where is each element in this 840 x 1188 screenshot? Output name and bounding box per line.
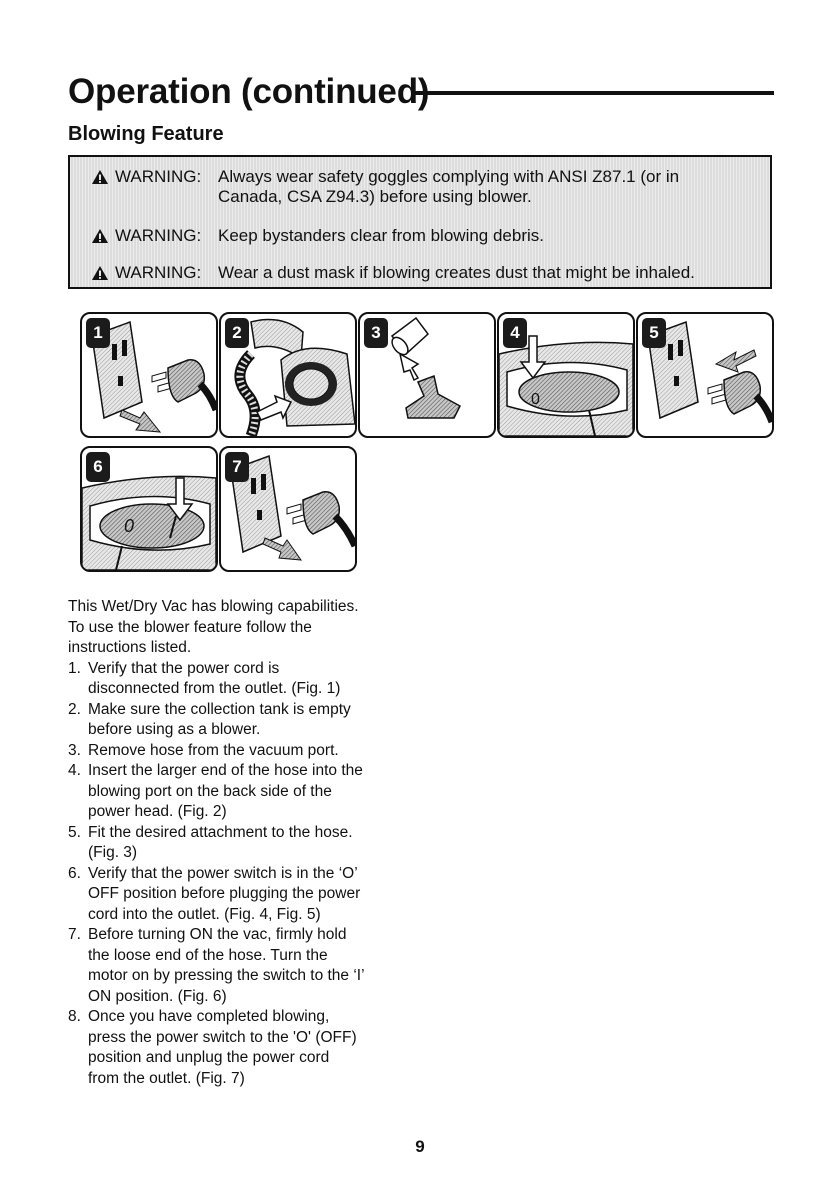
- step-line: Verify that the power switch is in the ‘…: [88, 864, 358, 882]
- figure-2: 2: [219, 312, 357, 438]
- step-line: from the outlet. (Fig. 7): [88, 1069, 245, 1087]
- warning-text-line: Keep bystanders clear from blowing debri…: [218, 226, 544, 245]
- step-line: blowing port on the back side of the: [88, 782, 332, 800]
- step-line: OFF position before plugging the power: [88, 885, 361, 902]
- figure-number-badge: 3: [364, 318, 388, 348]
- warning-triangle-icon: [92, 229, 108, 243]
- warning-triangle-icon: [92, 170, 108, 184]
- step-1: 1. Verify that the power cord is disconn…: [68, 659, 408, 700]
- step-line: power head. (Fig. 2): [88, 803, 227, 820]
- step-line: Insert the larger end of the hose into t…: [88, 762, 363, 779]
- warning-text: Wear a dust mask if blowing creates dust…: [218, 263, 768, 283]
- step-line: Before turning ON the vac, firmly hold: [88, 926, 347, 943]
- step-line: cord into the outlet. (Fig. 4, Fig. 5): [88, 905, 321, 923]
- intro-paragraph: This Wet/Dry Vac has blowing capabilitie…: [68, 597, 408, 659]
- figure-7: 7: [219, 446, 357, 572]
- step-line: ON position. (Fig. 6): [88, 987, 227, 1005]
- warning-text-line: Wear a dust mask if blowing creates dust…: [218, 263, 695, 282]
- step-4: 4. Insert the larger end of the hose int…: [68, 761, 408, 823]
- step-line: before using as a blower.: [88, 721, 261, 738]
- step-line: (Fig. 3): [88, 844, 138, 861]
- figure-3: 3: [358, 312, 496, 438]
- figure-number-badge: 1: [86, 318, 110, 348]
- step-number: 6.: [68, 864, 81, 882]
- figure-number-badge: 4: [503, 318, 527, 348]
- off-mark: 0: [531, 391, 540, 408]
- outlet-unplug-illustration: [230, 454, 355, 561]
- figure-number-badge: 2: [225, 318, 249, 348]
- step-number: 3.: [68, 741, 81, 759]
- warning-label: WARNING:: [115, 226, 202, 245]
- warning-text-line: Always wear safety goggles complying wit…: [218, 167, 680, 186]
- attachment-fit-illustration: [390, 316, 461, 419]
- step-line: the loose end of the hose. Turn the: [88, 946, 328, 964]
- step-line: Fit the desired attachment to the hose.: [88, 823, 353, 841]
- step-line: disconnected from the outlet. (Fig. 1): [88, 680, 341, 697]
- step-8: 8. Once you have completed blowing, pres…: [68, 1007, 408, 1089]
- step-line: Remove hose from the vacuum port.: [88, 741, 339, 759]
- step-3: 3. Remove hose from the vacuum port.: [68, 741, 408, 762]
- step-line: position and unplug the power cord: [88, 1049, 330, 1066]
- outlet-unplugged-illustration: [91, 320, 216, 433]
- warning-triangle-icon: [92, 266, 108, 280]
- step-7: 7. Before turning ON the vac, firmly hol…: [68, 925, 408, 1007]
- page-header: Operation (continued): [68, 72, 774, 116]
- figure-5: 5: [636, 312, 774, 438]
- figure-number-badge: 5: [642, 318, 666, 348]
- off-mark: 0: [124, 516, 134, 536]
- step-number: 4.: [68, 762, 81, 779]
- intro-line: instructions listed.: [68, 639, 192, 656]
- step-line: Once you have completed blowing,: [88, 1008, 330, 1025]
- figure-4: 0 4: [497, 312, 635, 438]
- figure-number-badge: 7: [225, 452, 249, 482]
- section-heading: Blowing Feature: [68, 123, 224, 145]
- warning-label: WARNING:: [115, 167, 202, 186]
- step-line: press the power switch to the 'O' (OFF): [88, 1028, 357, 1046]
- step-number: 7.: [68, 926, 81, 943]
- page-title: Operation (continued): [68, 72, 430, 111]
- step-number: 8.: [68, 1008, 81, 1025]
- warning-box: WARNING: Always wear safety goggles comp…: [68, 155, 772, 289]
- figure-6: 0 6: [80, 446, 218, 572]
- step-line: Verify that the power cord is: [88, 659, 280, 677]
- warning-text: Always wear safety goggles complying wit…: [218, 167, 768, 207]
- step-line: Make sure the collection tank is empty: [88, 700, 351, 718]
- page-number: 9: [415, 1137, 425, 1156]
- step-2: 2. Make sure the collection tank is empt…: [68, 700, 408, 741]
- title-rule: [412, 91, 774, 95]
- hose-blowing-port-illustration: [234, 318, 355, 436]
- switch-off-illustration: 0: [499, 335, 633, 436]
- step-number: 2.: [68, 700, 81, 718]
- warning-text-line: Canada, CSA Z94.3) before using blower.: [218, 187, 532, 206]
- switch-on-illustration: 0: [82, 475, 216, 570]
- intro-line: To use the blower feature follow the: [68, 618, 312, 636]
- figure-1: 1: [80, 312, 218, 438]
- warning-text: Keep bystanders clear from blowing debri…: [218, 226, 768, 246]
- step-line: motor on by pressing the switch to the ‘…: [88, 967, 365, 984]
- instructions: This Wet/Dry Vac has blowing capabilitie…: [68, 597, 408, 1089]
- figure-number-badge: 6: [86, 452, 110, 482]
- step-number: 5.: [68, 823, 81, 841]
- intro-line: This Wet/Dry Vac has blowing capabilitie…: [68, 598, 359, 615]
- step-5: 5. Fit the desired attachment to the hos…: [68, 823, 408, 864]
- warning-label: WARNING:: [115, 263, 202, 282]
- step-number: 1.: [68, 659, 81, 677]
- step-6: 6. Verify that the power switch is in th…: [68, 864, 408, 926]
